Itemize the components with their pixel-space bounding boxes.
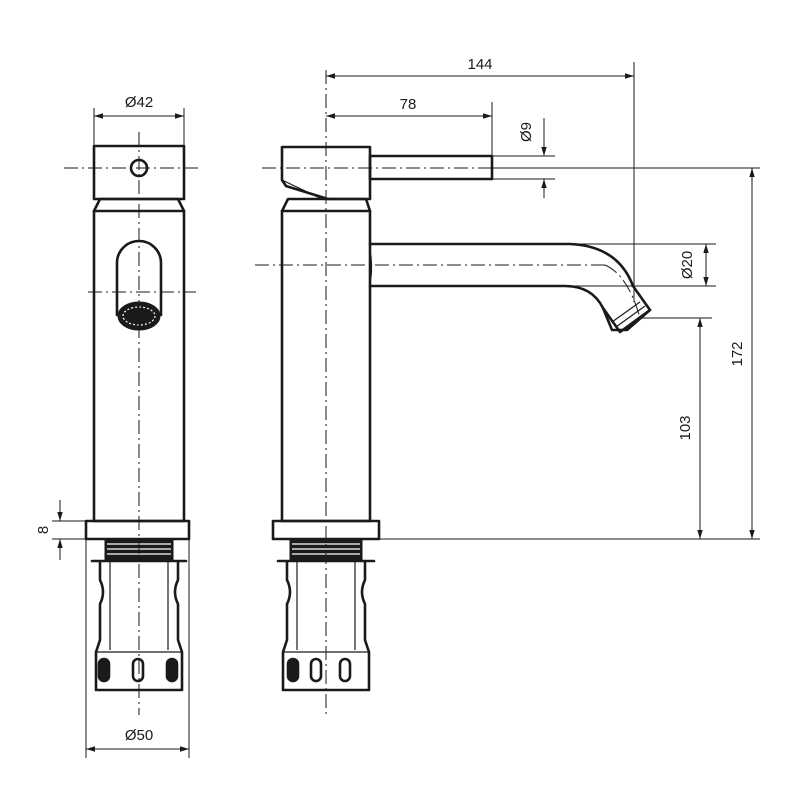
dim-total-height: 172	[729, 341, 746, 366]
front-base-plate	[84, 519, 191, 541]
dim-base-height: 8	[35, 526, 52, 534]
dim-spout-diameter: Ø20	[679, 251, 696, 279]
dim-front-width: Ø42	[125, 94, 153, 111]
side-cap	[280, 197, 372, 213]
side-spout	[368, 242, 652, 334]
dim-lever-reach: 78	[400, 96, 417, 113]
front-nut-slots	[97, 657, 179, 683]
side-aerator	[601, 306, 652, 332]
dimension-lines	[52, 62, 760, 758]
dim-base-diameter: Ø50	[125, 727, 153, 744]
side-nut-slots	[286, 657, 352, 683]
dim-lever-diameter: Ø9	[518, 122, 535, 142]
side-view	[255, 70, 652, 715]
dim-total-reach: 144	[467, 56, 492, 73]
front-view	[64, 132, 202, 715]
dim-spout-height: 103	[677, 415, 694, 440]
